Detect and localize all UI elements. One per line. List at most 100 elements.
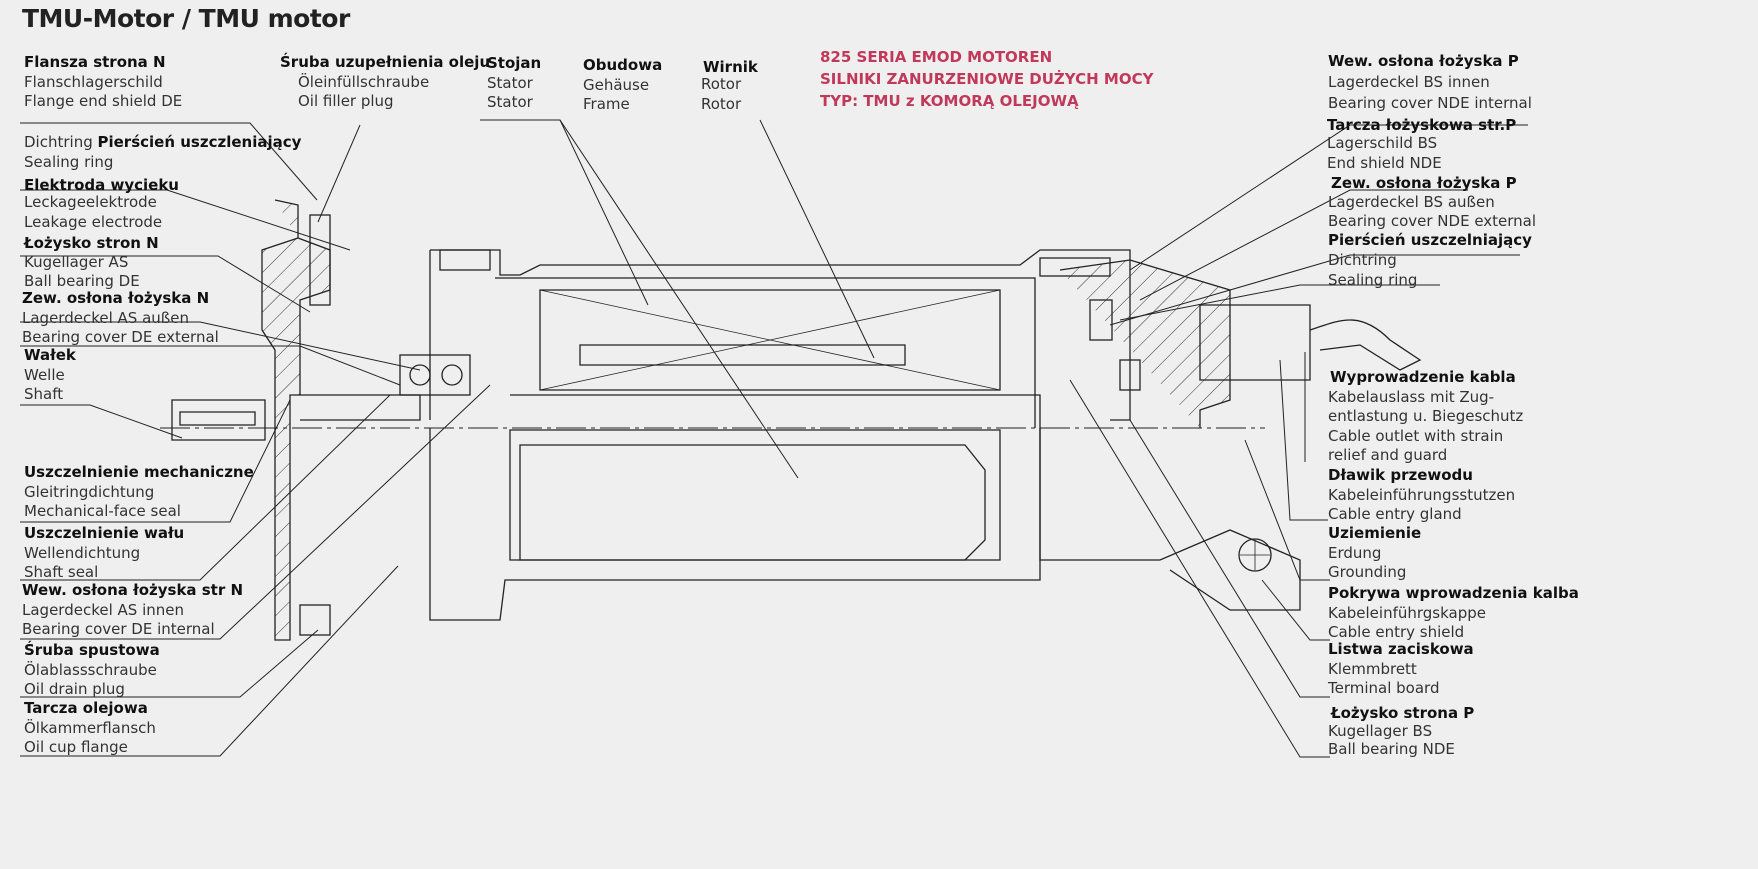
label-en: Shaft seal (24, 563, 99, 581)
label-de: Erdung (1328, 543, 1382, 562)
label-de: Lagerdeckel AS innen (22, 600, 184, 619)
label-de: Wellendichtung (24, 543, 141, 562)
series-info: 825 SERIA EMOD MOTOREN SILNIKI ZANURZENI… (820, 46, 1153, 112)
label-de: Dichtring (24, 133, 93, 151)
label-de: Öleinfüllschraube (298, 72, 430, 91)
label-de: Lagerschild BS (1327, 134, 1438, 152)
label-en: relief and guard (1328, 446, 1448, 464)
label-de: Lagerdeckel BS innen (1328, 73, 1490, 91)
label-en: Bearing cover NDE internal (1328, 94, 1532, 112)
label-pl: Zew. osłona łożyska P (1331, 174, 1517, 192)
label-de: Kabeleinführgskappe (1328, 603, 1487, 622)
label-pl: Wałek (24, 346, 76, 364)
label-de: entlastung u. Biegeschutz (1328, 407, 1524, 425)
label-pl: Wew. osłona łożyska str N (22, 581, 244, 599)
label-de: Klemmbrett (1328, 659, 1417, 678)
label-pl: Pierścień uszczelniający (1328, 231, 1532, 249)
label-en: Oil cup flange (24, 738, 128, 756)
label-de: Kugellager BS (1328, 722, 1433, 740)
label-de: Ölkammerflansch (24, 718, 156, 737)
label-en: Cable outlet with strain (1328, 426, 1504, 445)
label-en: Stator (487, 93, 533, 111)
label-de: Welle (24, 365, 65, 384)
label-de: Lagerdeckel BS außen (1328, 193, 1495, 211)
label-en: Cable entry shield (1328, 623, 1465, 641)
label-pl: Pierścień uszczleniający (97, 133, 302, 151)
label-de: Kabeleinführungsstutzen (1328, 485, 1516, 504)
label-pl: Wyprowadzenie kabla (1330, 368, 1516, 386)
label-pl: Uszczelnienie mechaniczne (24, 463, 254, 481)
label-en: Bearing cover NDE external (1328, 212, 1537, 230)
leader-lines (20, 119, 1528, 758)
label-pl: Tarcza olejowa (24, 699, 148, 717)
label-bearing-cover-nde-internal: Wew. osłona łożyska P Lagerdeckel BS inne… (1328, 51, 1532, 114)
label-de: Ölablassschraube (24, 660, 157, 679)
label-de: Kabelauslass mit Zug- (1328, 387, 1495, 406)
label-en: Oil filler plug (298, 92, 394, 110)
label-pl: Zew. osłona łożyska N (22, 289, 210, 307)
label-de: Dichtring (1328, 251, 1397, 269)
label-en: Frame (583, 95, 630, 113)
label-pl: Stojan (487, 54, 542, 72)
label-en: Terminal board (1328, 679, 1440, 697)
label-pl: Dławik przewodu (1328, 466, 1473, 484)
label-en: Shaft (24, 385, 64, 403)
label-pl: Flansza strona N (24, 53, 166, 71)
label-en: Mechanical-face seal (24, 502, 181, 520)
label-pl: Łożysko strona P (1331, 704, 1475, 722)
label-pl: Śruba spustowa (24, 641, 160, 659)
label-en: Rotor (701, 95, 742, 113)
label-de: Flanschlagerschild (24, 72, 163, 91)
label-pl: Wirnik (703, 58, 758, 76)
label-pl: Śruba uzupełnienia oleju (280, 53, 491, 71)
label-pl: Wew. osłona łożyska P (1328, 52, 1519, 70)
info-line: TYP: TMU z KOMORĄ OLEJOWĄ (820, 92, 1079, 110)
label-en: End shield NDE (1327, 154, 1442, 172)
label-pl: Uszczelnienie wału (24, 524, 185, 542)
label-pl: Elektroda wycieku (24, 176, 179, 194)
label-de: Gehäuse (583, 75, 650, 94)
label-en: Bearing cover DE internal (22, 620, 215, 638)
page-title: TMU-Motor / TMU motor (22, 4, 350, 33)
label-en: Bearing cover DE external (22, 328, 219, 346)
label-de: Lagerdeckel AS außen (22, 308, 189, 327)
label-en: Leakage electrode (24, 213, 163, 231)
label-pl: Pokrywa wprowadzenia kalba (1328, 584, 1579, 602)
label-en: Sealing ring (1328, 271, 1418, 289)
label-pl: Obudowa (583, 56, 663, 74)
label-en: Flange end shield DE (24, 92, 183, 110)
label-pl: Uziemienie (1328, 524, 1422, 542)
label-en: Oil drain plug (24, 680, 125, 698)
label-pl: Łożysko stron N (24, 234, 159, 252)
label-en: Ball bearing NDE (1328, 740, 1455, 758)
label-en: Ball bearing DE (24, 272, 140, 290)
label-pl: Tarcza łożyskowa str.P (1327, 116, 1517, 134)
info-line: 825 SERIA EMOD MOTOREN (820, 48, 1053, 66)
label-de: Gleitringdichtung (24, 482, 155, 501)
motor-body (160, 199, 1422, 641)
label-de: Rotor (701, 75, 742, 93)
